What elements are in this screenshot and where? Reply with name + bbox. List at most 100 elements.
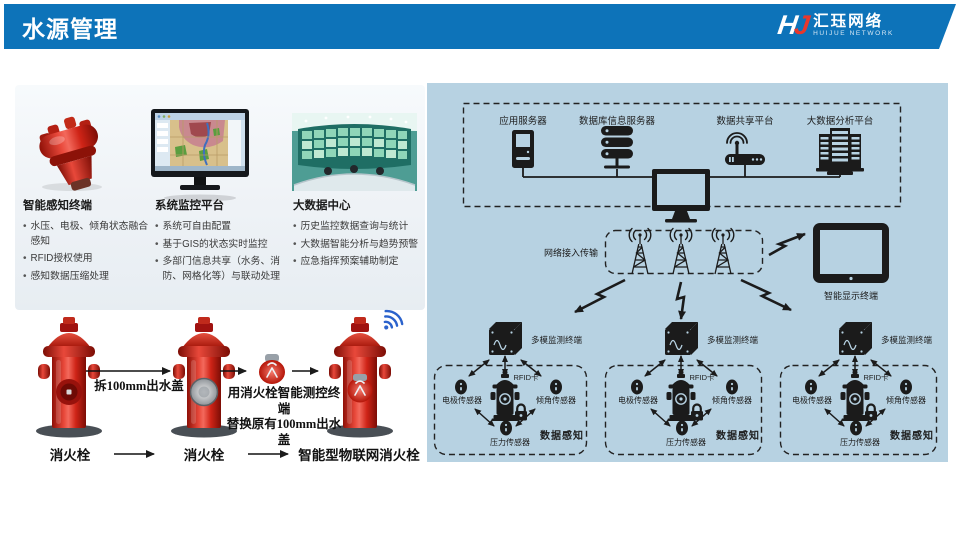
feature-bullet: •多部门信息共享（水务、消防、网格化等）与联动处理 [155, 255, 291, 284]
multimode-terminal-icon [838, 321, 873, 356]
label-app-server: 应用服务器 [499, 115, 547, 127]
label-multimode-terminal: 多模监测终端 [531, 335, 583, 345]
bullet-dot-icon: • [293, 256, 297, 268]
logo-hj-icon: HJ [775, 10, 809, 40]
label-tilt: 倾角传感器 [536, 395, 576, 405]
group-links [468, 355, 542, 427]
label-hydrant-2: 消火栓 [183, 448, 225, 463]
arrow-install-terminal [292, 367, 319, 375]
annotation-replace-cover: 用消火栓智能测控终端 替换原有100mm出水盖 [222, 386, 346, 449]
wifi-signal-icon [383, 309, 404, 330]
feature-col-bigdata: 大数据中心 •历史监控数据查询与统计 •大数据智能分析与趋势预警 •应急指挥预案… [293, 197, 421, 273]
label-rfid: RFID卡 [514, 372, 539, 382]
bolt-to-group1 [574, 278, 626, 314]
bullet-dot-icon: • [155, 221, 159, 232]
annotation-remove-cover: 拆100mm出水盖 [94, 379, 184, 393]
share-platform-icon [725, 132, 765, 165]
label-pressure: 压力传感器 [666, 437, 706, 447]
arrow-remove-cover [86, 367, 171, 375]
tilt-sensor-icon [726, 379, 738, 395]
feature-bullet: •RFID授权使用 [23, 252, 149, 267]
feature-title: 系统监控平台 [155, 200, 224, 212]
label-network-access: 网络接入传输 [544, 247, 598, 258]
logo-name-en: HUIJUE NETWORK [813, 30, 894, 38]
network-access-box [604, 229, 764, 275]
label-tilt: 倾角传感器 [712, 395, 752, 405]
arrow-step2-step3 [248, 450, 289, 458]
label-bigdata-platform: 大数据分析平台 [807, 115, 874, 127]
bolt-to-display [768, 232, 806, 257]
label-electrode: 电极传感器 [442, 395, 482, 405]
logo-name-cn: 汇珏网络 [813, 13, 884, 31]
bullet-dot-icon: • [23, 253, 27, 265]
electrode-sensor-icon [631, 379, 643, 395]
central-monitor-icon [652, 169, 710, 223]
label-electrode: 电极传感器 [792, 395, 832, 405]
cell-tower-icon [669, 227, 693, 275]
photo-data-center [292, 113, 417, 191]
group-links [644, 355, 718, 427]
feature-bullet: •系统可自由配置 [155, 220, 291, 235]
server-bus-lines [522, 164, 841, 178]
label-hydrant-smart: 智能型物联网消火栓 [298, 448, 420, 463]
label-multimode-terminal: 多模监测终端 [707, 335, 759, 345]
arrow-to-terminal [220, 367, 247, 375]
hydrant-original-icon [27, 310, 111, 440]
lock-icon [689, 403, 705, 422]
header-bar: 水源管理 HJ 汇珏网络 HUIJUE NETWORK [4, 4, 956, 49]
label-multimode-terminal: 多模监测终端 [881, 335, 933, 345]
feature-bullet: •大数据智能分析与趋势预警 [293, 238, 421, 253]
hydrant-smart-icon [318, 310, 402, 440]
sensing-group-1: 多模监测终端 RFID卡 电极传感器 倾角传感器 压力传感器 数据感知 [433, 321, 588, 456]
feature-bullet: •水压、电极、倾角状态融合感知 [23, 220, 149, 249]
lock-icon [863, 403, 879, 422]
tilt-sensor-icon [900, 379, 912, 395]
tilt-sensor-icon [550, 379, 562, 395]
architecture-diagram: 应用服务器 数据库信息服务器 数据共享平台 大数据分析平台 [433, 102, 938, 456]
feature-col-sensing: 智能感知终端 •水压、电极、倾角状态融合感知 •RFID授权使用 •感知数据压缩… [23, 197, 149, 288]
label-rfid: RFID卡 [864, 372, 889, 382]
smart-terminal-device-icon [259, 354, 285, 384]
logo-text: 汇珏网络 HUIJUE NETWORK [813, 13, 894, 38]
label-db-server: 数据库信息服务器 [579, 115, 656, 127]
bullet-dot-icon: • [155, 238, 159, 250]
lock-icon [513, 403, 529, 422]
bullet-dot-icon: • [23, 271, 27, 283]
label-electrode: 电极传感器 [618, 395, 658, 405]
multimode-terminal-icon [488, 321, 523, 356]
database-server-icon [601, 126, 633, 169]
label-share-platform: 数据共享平台 [716, 115, 773, 127]
sensing-box [433, 364, 588, 456]
annotation-line1: 用消火栓智能测控终端 [227, 386, 341, 416]
page-title: 水源管理 [22, 15, 118, 42]
bolt-to-group2 [675, 281, 687, 320]
electrode-sensor-icon [805, 379, 817, 395]
feature-col-platform: 系统监控平台 •系统可自由配置 •基于GIS的状态实时监控 •多部门信息共享（水… [155, 197, 291, 288]
photo-sensor-terminal [39, 116, 102, 191]
electrode-sensor-icon [455, 379, 467, 395]
label-data-sensing: 数据感知 [890, 429, 934, 442]
feature-bullet: •感知数据压缩处理 [23, 270, 149, 285]
arrow-step1-step2 [114, 450, 155, 458]
label-tilt: 倾角传感器 [886, 395, 926, 405]
architecture-panel: 应用服务器 数据库信息服务器 数据共享平台 大数据分析平台 [427, 83, 948, 462]
multimode-terminal-icon [664, 321, 699, 356]
sensing-box [779, 364, 938, 456]
company-logo: HJ 汇珏网络 HUIJUE NETWORK [778, 10, 894, 41]
label-pressure: 压力传感器 [490, 437, 530, 447]
label-pressure: 压力传感器 [840, 437, 880, 447]
feature-title: 智能感知终端 [23, 200, 92, 212]
label-data-sensing: 数据感知 [540, 429, 584, 442]
pressure-sensor-icon [850, 420, 862, 436]
bullet-dot-icon: • [293, 221, 297, 232]
label-smart-display: 智能显示终端 [824, 290, 878, 301]
label-hydrant-1: 消火栓 [49, 448, 91, 463]
sensing-group-3: 多模监测终端 RFID卡 电极传感器 倾角传感器 压力传感器 数据感知 [779, 321, 938, 456]
bullet-dot-icon: • [293, 238, 297, 250]
bullet-dot-icon: • [23, 221, 27, 232]
label-rfid: RFID卡 [690, 372, 715, 382]
bigdata-platform-icon [816, 128, 864, 175]
pressure-sensor-icon [500, 420, 512, 436]
cell-tower-icon [628, 227, 652, 275]
